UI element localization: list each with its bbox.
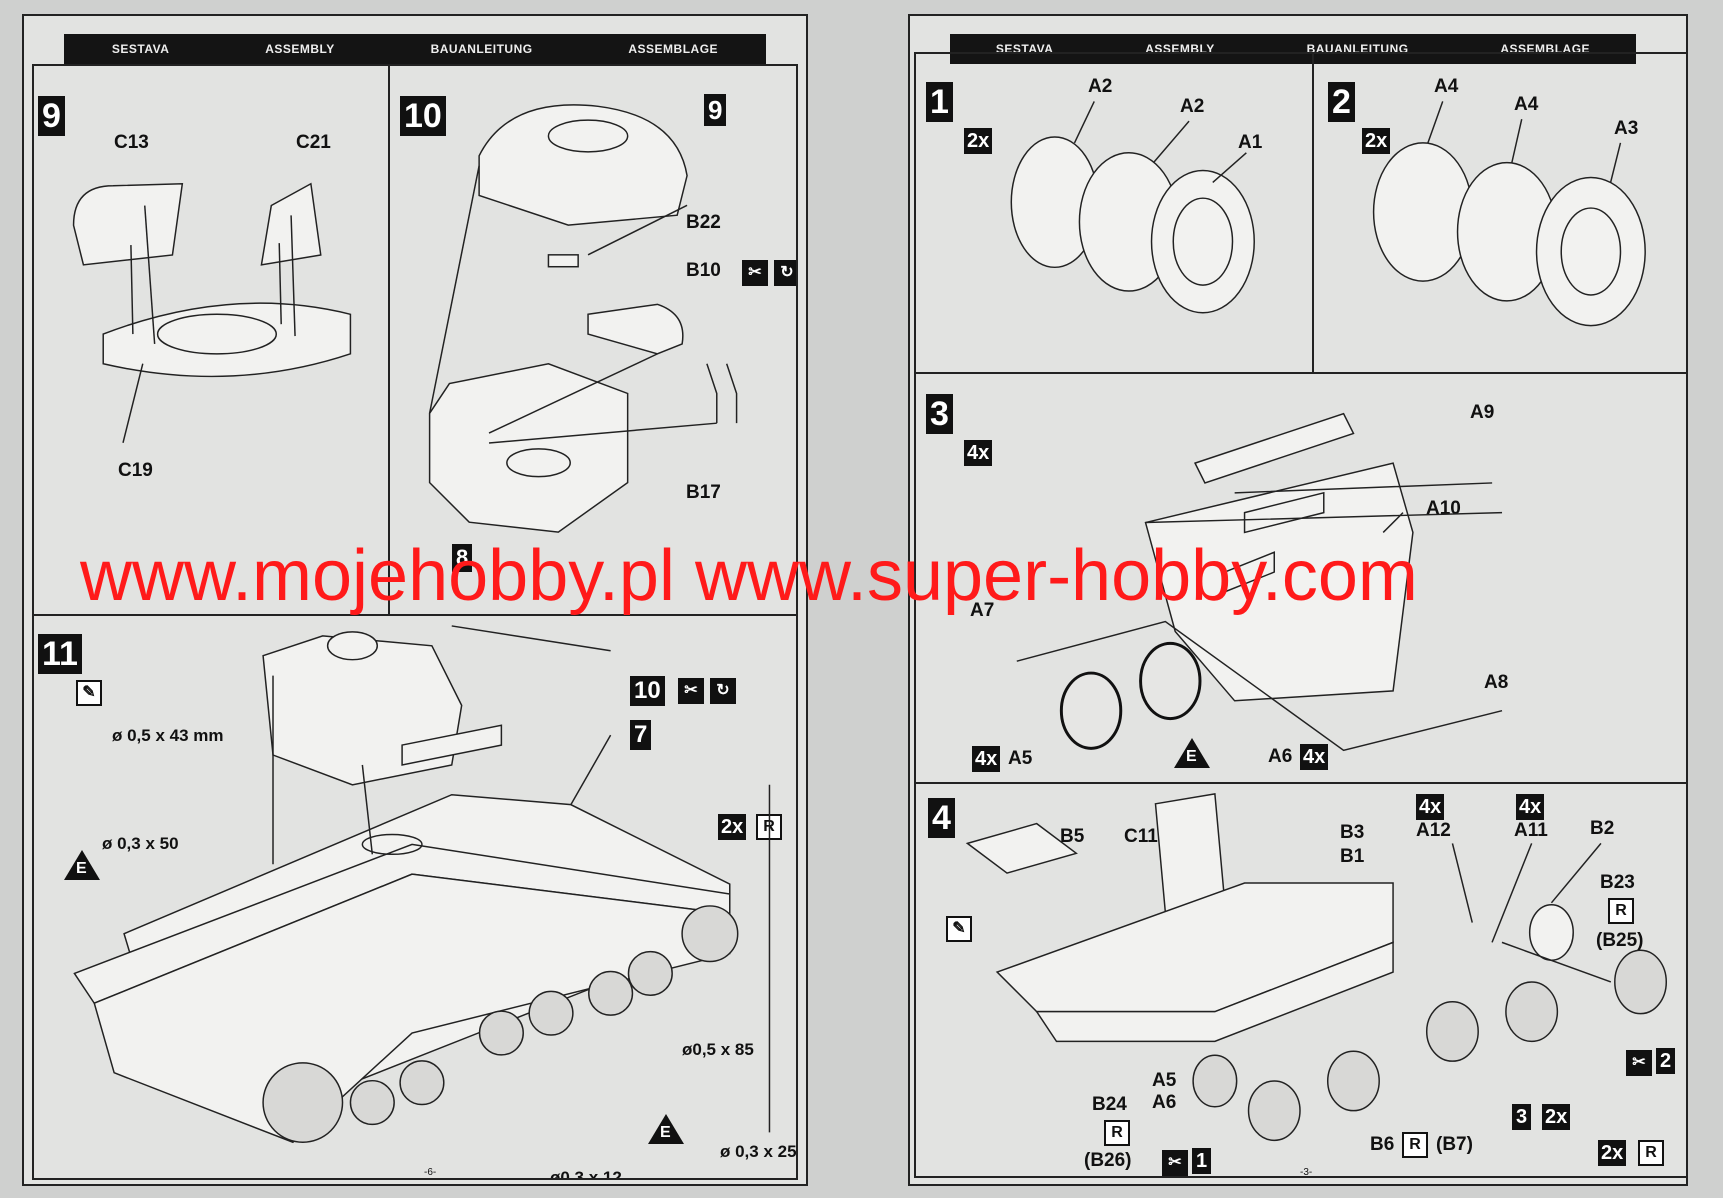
left-right-icon: R: [1402, 1132, 1428, 1158]
wire-label: ø0,3 x 12: [550, 1168, 622, 1180]
part-label: B23: [1600, 872, 1635, 893]
multiplier: 4x: [1516, 794, 1545, 820]
page-number: -6-: [424, 1167, 437, 1178]
step-number: 2: [1328, 82, 1355, 122]
multiplier: 4x: [972, 746, 1001, 772]
step-1-panel: 1 2x A2 A2 A1: [914, 52, 1314, 374]
left-page: SESTAVA ASSEMBLY BAUANLEITUNG ASSEMBLAGE…: [22, 14, 808, 1186]
photo-etch-e-icon: E: [648, 1114, 684, 1144]
part-label: A6: [1152, 1092, 1177, 1113]
step-number: 10: [400, 96, 446, 136]
step-2-panel: 2 2x A4 A4 A3: [1312, 52, 1688, 374]
multiplier: 4x: [1416, 794, 1445, 820]
right-page: SESTAVA ASSEMBLY BAUANLEITUNG ASSEMBLAGE…: [908, 14, 1688, 1186]
step-number: 3: [926, 394, 953, 434]
multiplier: 2x: [1362, 128, 1391, 154]
step-10-panel: 10 9 8 B22 B10 ✂ ↻ B17: [388, 64, 798, 616]
step-11-drawing: [73, 625, 771, 1144]
rotate-icon: ↻: [774, 260, 796, 286]
ref-step-8: 8: [452, 544, 473, 572]
ref-step-2: 2: [1656, 1048, 1676, 1074]
part-label: A2: [1088, 76, 1113, 97]
step-3-panel: 3 4x A9 A10 A7 A8 4x A5 E A6 4x: [914, 372, 1688, 784]
part-label: A11: [1514, 820, 1548, 841]
photo-etch-e-icon: E: [64, 850, 100, 880]
multiplier: 2x: [1542, 1104, 1571, 1130]
multiplier: 4x: [964, 440, 993, 466]
step-4-drawing: [965, 793, 1668, 1142]
step-3-drawing: [1016, 412, 1503, 752]
part-label: A1: [1238, 132, 1263, 153]
step-9-panel: 9 C13 C21 C19: [32, 64, 390, 616]
part-label: B22: [686, 212, 721, 233]
step-number: 9: [38, 96, 65, 136]
cut-icon: ✂: [678, 678, 704, 704]
page-number: -3-: [1300, 1167, 1313, 1178]
part-label: (B25): [1596, 930, 1644, 951]
part-label: B2: [1590, 818, 1615, 839]
multiplier: 4x: [1300, 744, 1329, 770]
left-right-icon: R: [1608, 898, 1634, 924]
part-label: B10: [686, 260, 721, 281]
step-1-drawing: [1010, 101, 1255, 314]
step-4-panel: 4 B5 C11 B3 B1 4x A12 4x A11 B2 B23 R (B…: [914, 782, 1688, 1178]
step-number: 1: [926, 82, 953, 122]
step-2-drawing: [1372, 101, 1646, 327]
wire-label: ø 0,3 x 50: [102, 834, 179, 853]
photo-etch-e-icon: E: [1174, 738, 1210, 768]
part-label: C13: [114, 132, 149, 153]
glue-icon: ✎: [946, 916, 972, 942]
header-bauanleitung: BAUANLEITUNG: [430, 42, 533, 56]
part-label: (B7): [1436, 1134, 1473, 1155]
part-label: C11: [1124, 826, 1158, 847]
multiplier: 2x: [1598, 1140, 1627, 1166]
rotate-icon: ↻: [710, 678, 736, 704]
step-10-drawing: [428, 104, 738, 533]
part-label: A2: [1180, 96, 1205, 117]
header-bar-left: SESTAVA ASSEMBLY BAUANLEITUNG ASSEMBLAGE: [64, 34, 766, 64]
multiplier: 2x: [718, 814, 747, 840]
part-label: C21: [296, 132, 331, 153]
header-assembly: ASSEMBLY: [265, 42, 335, 56]
step-number: 11: [38, 634, 82, 674]
ref-step-9: 9: [704, 94, 727, 126]
part-label: A6: [1268, 746, 1293, 767]
header-assemblage: ASSEMBLAGE: [628, 42, 719, 56]
multiplier: 2x: [964, 128, 993, 154]
part-label: A5: [1008, 748, 1033, 769]
header-sestava: SESTAVA: [111, 42, 170, 56]
part-label: A12: [1416, 820, 1451, 841]
part-label: B3: [1340, 822, 1365, 843]
part-label: A5: [1152, 1070, 1177, 1091]
part-label: (B26): [1084, 1150, 1132, 1171]
part-label: A4: [1514, 94, 1539, 115]
part-label: B6: [1370, 1134, 1395, 1155]
part-label: A7: [970, 600, 995, 621]
part-label: B5: [1060, 826, 1085, 847]
left-right-icon: R: [1104, 1120, 1130, 1146]
step-number: 4: [928, 798, 955, 838]
step-9-drawing: [72, 182, 352, 444]
wire-label: ø 0,3 x 25: [720, 1142, 797, 1161]
part-label: B17: [686, 482, 721, 503]
cut-icon: ✂: [742, 260, 768, 286]
part-label: B1: [1340, 846, 1365, 867]
wire-label: ø 0,5 x 43 mm: [112, 726, 224, 745]
wire-label: ø0,5 x 85: [682, 1040, 754, 1059]
part-label: C19: [118, 460, 153, 481]
part-label: B24: [1092, 1094, 1127, 1115]
ref-step-10: 10: [630, 676, 665, 706]
step-11-panel: 11 ✎ 10 ✂ ↻ 7 2x R ø 0,5 x 43 mm ø 0,3 x…: [32, 614, 798, 1180]
part-label: A4: [1434, 76, 1459, 97]
cut-icon: ✂: [1626, 1050, 1652, 1076]
part-label: A3: [1614, 118, 1639, 139]
cut-icon: ✂: [1162, 1150, 1188, 1176]
left-right-icon: R: [1638, 1140, 1664, 1166]
part-label: A9: [1470, 402, 1495, 423]
part-label: A8: [1484, 672, 1509, 693]
ref-step-3: 3: [1512, 1104, 1532, 1130]
ref-step-7: 7: [630, 720, 652, 750]
glue-icon: ✎: [76, 680, 102, 706]
ref-step-1: 1: [1192, 1148, 1212, 1174]
